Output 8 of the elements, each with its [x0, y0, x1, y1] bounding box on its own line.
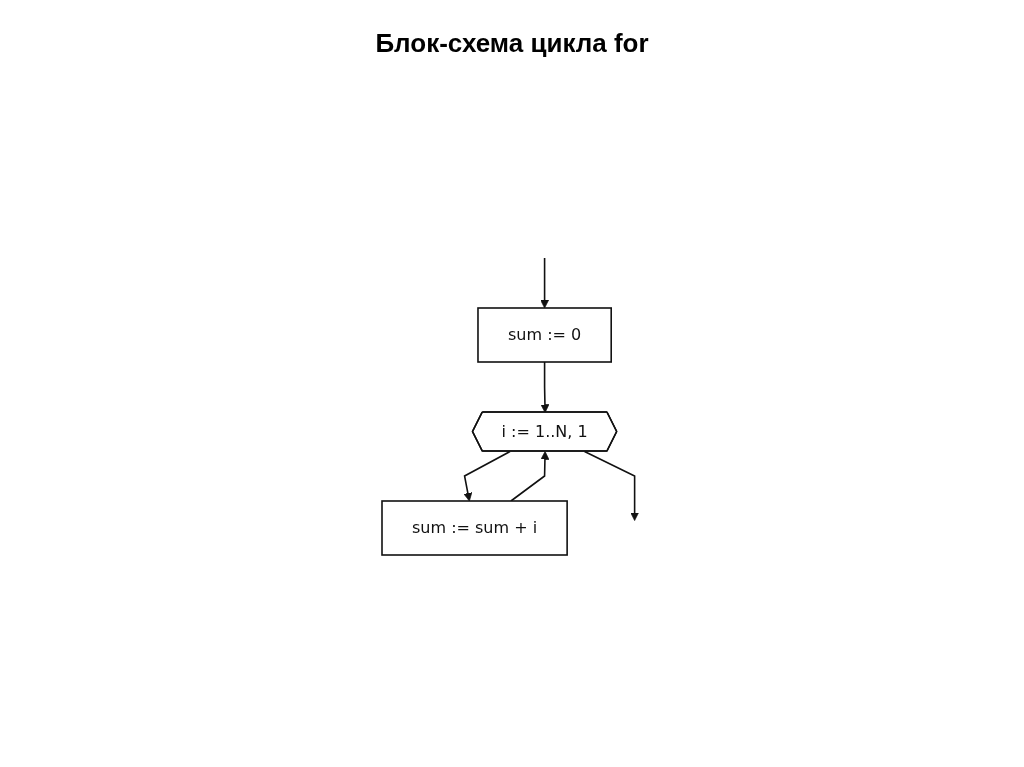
- diagram-title: Блок-схема цикла for: [374, 28, 650, 59]
- arrow: [463, 450, 511, 502]
- arrow: [583, 450, 639, 521]
- arrow: [510, 451, 550, 502]
- arrow: [540, 257, 549, 309]
- node-box: sum := 0: [477, 307, 612, 363]
- node-box: sum := sum + i: [381, 500, 568, 556]
- arrow: [540, 361, 550, 413]
